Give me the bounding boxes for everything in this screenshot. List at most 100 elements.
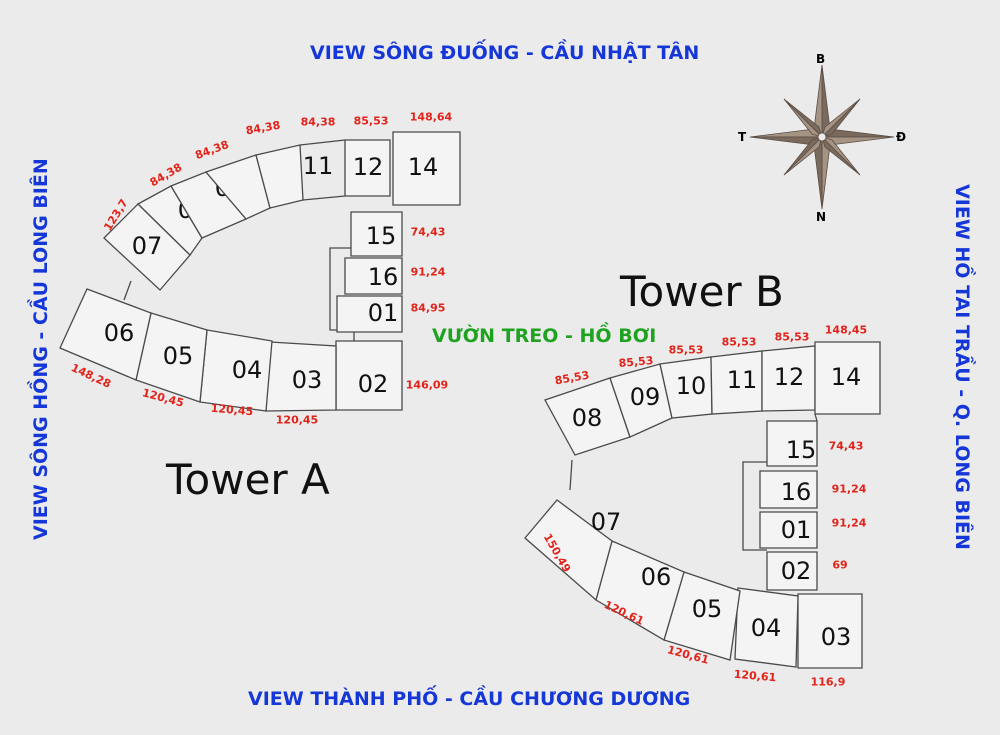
tower-b-unit-08-number: 08 — [572, 404, 603, 432]
tower-b-unit-02-number: 02 — [781, 557, 812, 585]
tower-b-area-11: 85,53 — [722, 336, 757, 349]
tower-a-unit-02-number: 02 — [358, 370, 389, 398]
tower-a-area-10: 84,38 — [245, 119, 282, 138]
compass-west: T — [738, 130, 747, 144]
tower-b-area-12: 85,53 — [775, 331, 810, 344]
tower-a-unit-02: 02 — [335, 340, 403, 411]
tower-b-unit-05-number: 05 — [692, 595, 723, 623]
tower-b-area-16: 91,24 — [832, 483, 867, 496]
tower-b-unit-03-number: 03 — [821, 623, 852, 651]
tower-a-unit-14-number: 14 — [408, 153, 439, 181]
tower-b-unit-14-number: 14 — [831, 363, 862, 391]
tower-b-unit-01: 01 — [759, 511, 818, 549]
tower-a-unit-01-number: 01 — [368, 299, 399, 327]
tower-b-area-09: 85,53 — [618, 354, 654, 370]
tower-b-unit-04-number: 04 — [751, 614, 782, 642]
tower-b-unit-01-outline — [759, 511, 818, 549]
tower-a-unit-06: 06 — [59, 288, 152, 381]
tower-a-unit-12-outline — [344, 139, 391, 197]
tower-a-unit-16-number: 16 — [368, 263, 399, 291]
tower-a-unit-11-outline — [255, 144, 304, 209]
tower-b-area-15: 74,43 — [829, 440, 864, 453]
tower-a-unit-15-number: 15 — [366, 222, 397, 250]
tower-a-area-04: 120,45 — [210, 402, 253, 419]
tower-a-unit-04: 04 — [199, 329, 273, 412]
tower-a-unit-14: 14 — [392, 131, 461, 206]
tower-b-unit-06-number: 06 — [641, 563, 672, 591]
tower-b-unit-03: 03 — [797, 593, 863, 669]
tower-a-unit-04-number: 04 — [232, 356, 263, 384]
compass-east: Đ — [896, 130, 907, 144]
tower-a-area-03: 120,45 — [276, 414, 318, 427]
tower-a-area-02: 146,09 — [406, 379, 448, 392]
tower-b-unit-15-outline — [766, 420, 818, 467]
tower-b-area-04: 120,61 — [733, 668, 776, 685]
tower-a-unit-14-outline — [392, 131, 461, 206]
view-label-top: VIEW SÔNG ĐUỐNG - CẦU NHẬT TÂN — [310, 42, 700, 64]
tower-b-unit-11: 11 — [710, 350, 763, 415]
tower-b-unit-12: 12 — [761, 345, 816, 412]
tower-a-area-11: 84,38 — [301, 116, 336, 129]
tower-b-unit-15-number: 15 — [786, 436, 817, 464]
tower-b-unit-15: 15 — [766, 420, 818, 467]
tower-a-unit-03-number: 03 — [292, 366, 323, 394]
tower-a-unit-07-number: 07 — [132, 232, 163, 260]
tower-b-unit-16: 16 — [759, 470, 818, 509]
tower-b-area-01: 91,24 — [832, 517, 867, 530]
tower-a-area-09: 84,38 — [193, 138, 230, 162]
tower-a-unit-03: 03 — [265, 341, 337, 412]
tower-b-area-14: 148,45 — [825, 324, 867, 337]
tower-a-unit-01: 01 — [336, 295, 403, 333]
tower-b-unit-02: 02 — [766, 551, 818, 591]
view-label-bottom: VIEW THÀNH PHỐ - CẦU CHƯƠNG DƯƠNG — [248, 688, 691, 710]
tower-a-title: Tower A — [166, 455, 330, 504]
tower-b-unit-01-number: 01 — [781, 516, 812, 544]
tower-b-unit-14-outline — [814, 341, 881, 415]
tower-a-area-01: 84,95 — [411, 302, 446, 315]
tower-b-unit-02-outline — [766, 551, 818, 591]
tower-b-unit-16-number: 16 — [781, 478, 812, 506]
tower-b-unit-09-number: 09 — [630, 383, 661, 411]
tower-b-unit-08: 08 — [544, 377, 631, 456]
tower-b-unit-03-outline — [797, 593, 863, 669]
tower-a-area-16: 91,24 — [411, 266, 446, 279]
tower-a-area-12: 85,53 — [354, 115, 389, 128]
tower-b-unit-09: 09 — [609, 363, 673, 438]
tower-b-unit-16-outline — [759, 470, 818, 509]
tower-a-unit-12: 12 — [344, 139, 391, 197]
tower-b-unit-10-number: 10 — [676, 372, 707, 400]
tower-b-unit-04-outline — [734, 587, 799, 668]
tower-a-unit-06-number: 06 — [104, 319, 135, 347]
tower-a-unit-05-number: 05 — [163, 342, 194, 370]
tower-b-area-10: 85,53 — [669, 344, 704, 357]
tower-a-unit-12-number: 12 — [353, 153, 384, 181]
tower-b-unit-07-number: 07 — [591, 508, 622, 536]
tower-b-unit-12-number: 12 — [774, 363, 805, 391]
garden-pool-label: VƯỜN TREO - HỒ BƠI — [432, 325, 657, 347]
tower-b-unit-07: 07 — [524, 499, 622, 602]
tower-b-unit-14: 14 — [814, 341, 881, 415]
tower-b-unit-06: 06 — [595, 540, 685, 641]
tower-a-unit-11: 11 — [255, 144, 334, 209]
tower-a-unit-16: 16 — [344, 257, 403, 295]
compass-south: N — [816, 210, 827, 224]
tower-a-unit-06-outline — [59, 288, 152, 381]
tower-b-unit-04: 04 — [734, 587, 799, 668]
tower-a-unit-01-outline — [336, 295, 403, 333]
tower-a-unit-15: 15 — [350, 211, 403, 257]
tower-a-area-15: 74,43 — [411, 226, 446, 239]
tower-a-unit-16-outline — [344, 257, 403, 295]
tower-b-unit-07-outline — [524, 499, 613, 602]
tower-b-area-08: 85,53 — [554, 369, 591, 388]
tower-b-area-03: 116,9 — [811, 676, 846, 689]
tower-a-unit-11-number: 11 — [303, 152, 334, 180]
tower-b-area-02: 69 — [832, 559, 847, 572]
tower-a-unit-05: 05 — [135, 312, 208, 403]
tower-b-title: Tower B — [620, 267, 784, 316]
tower-a-area-14: 148,64 — [410, 111, 453, 124]
tower-a-unit-15-outline — [350, 211, 403, 257]
tower-b-unit-11-number: 11 — [727, 366, 758, 394]
compass-north: B — [816, 52, 826, 66]
